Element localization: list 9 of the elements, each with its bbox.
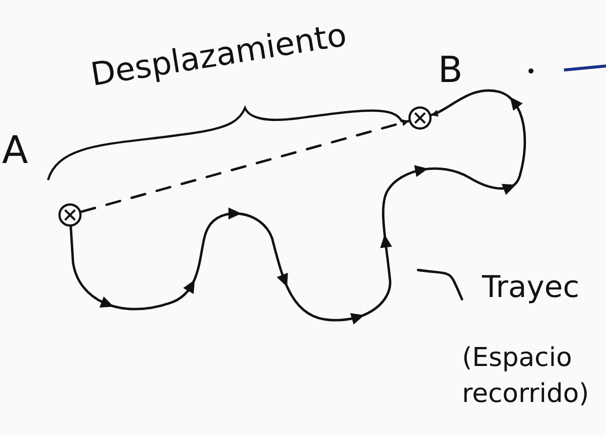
point-marker [58,203,82,227]
point-marker [408,106,432,130]
annotation-note: (Espacio recorrido) [462,342,590,411]
point-label: A [2,128,28,172]
leader-line [416,268,464,300]
path-arrow [70,89,526,325]
annotation-text: Trayec [482,270,580,305]
point-label: B [438,50,463,91]
dashed-arrow [80,119,410,213]
